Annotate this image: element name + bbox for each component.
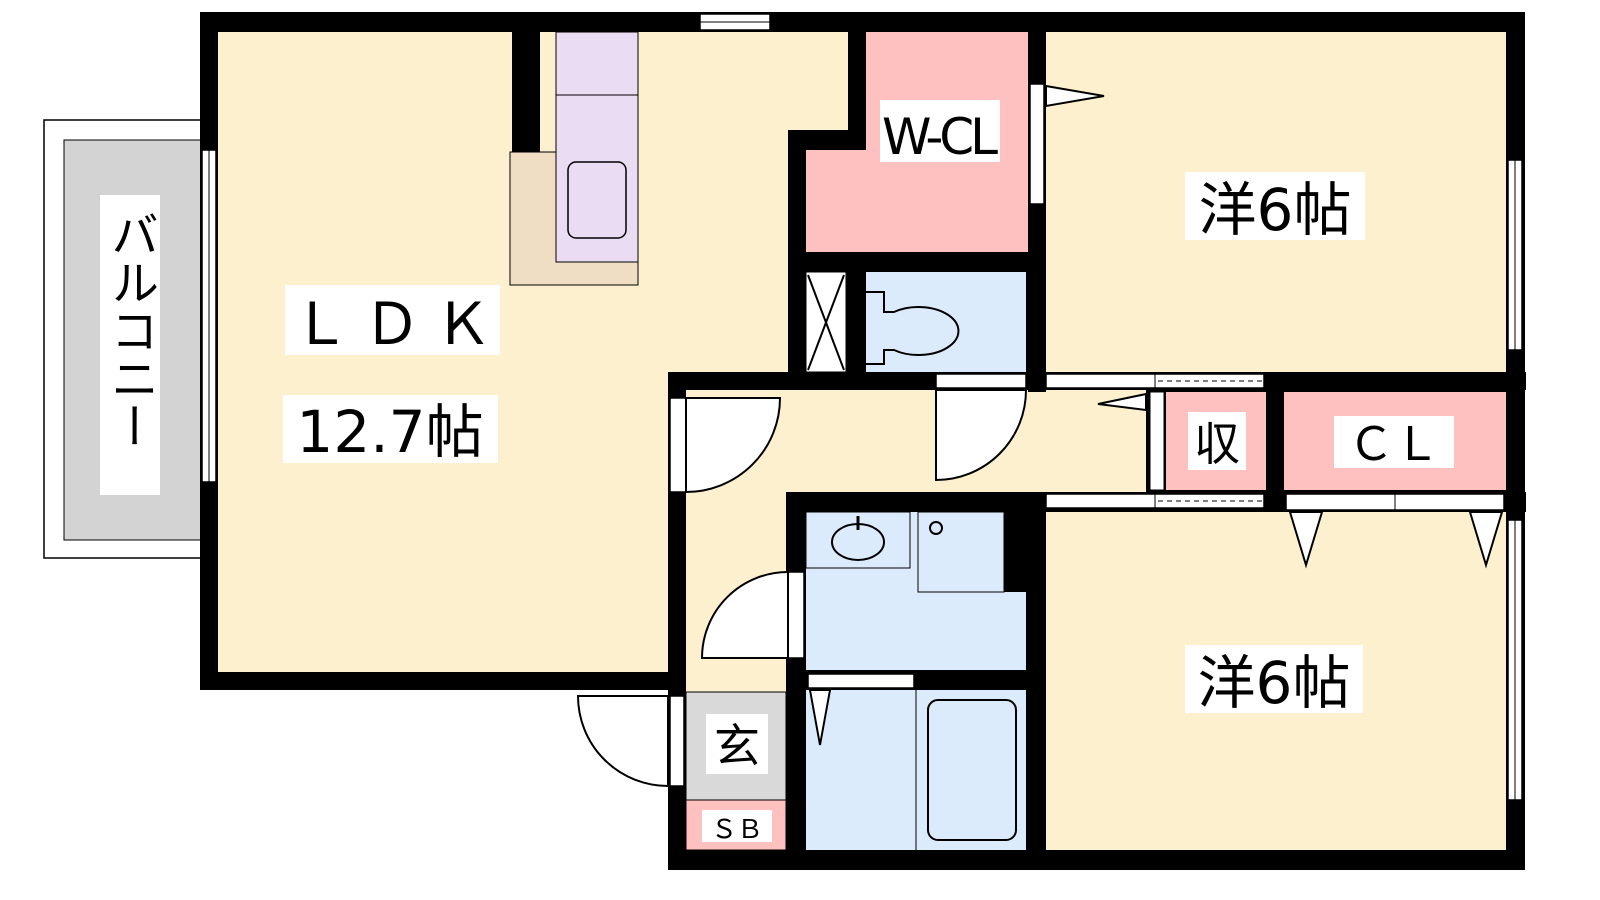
shoe-box: ＳＢ [685, 799, 787, 851]
walk-in-closet: W-CL [806, 32, 1028, 252]
shoe-box-label: ＳＢ [711, 815, 763, 845]
balcony-label: バルコニー [102, 210, 158, 450]
balcony: バルコニー [43, 119, 203, 559]
bedroom2-label: 洋6帖 [1198, 649, 1351, 717]
stove-icon [567, 161, 627, 239]
entrance: 玄 [685, 691, 787, 801]
ldk-size-label: 12.7帖 [296, 398, 483, 466]
windows [201, 13, 1523, 801]
closet-label: ＣＬ [1348, 417, 1440, 471]
sliding-doors [1045, 373, 1265, 509]
bedroom1-label: 洋6帖 [1199, 176, 1352, 244]
doors [576, 83, 1147, 788]
closet: ＣＬ [1284, 392, 1506, 490]
storage: 収 [1149, 391, 1266, 491]
walk-in-closet-label: W-CL [882, 108, 998, 166]
ldk-label: ＬＤＫ [292, 290, 492, 358]
toilet-icon [866, 291, 960, 365]
bathtub-icon [927, 699, 1017, 841]
entrance-label: 玄 [714, 719, 760, 773]
washer-space [805, 271, 847, 373]
toilet-room [866, 272, 1026, 372]
storage-label: 収 [1194, 417, 1240, 471]
kitchen [509, 31, 639, 286]
washroom [805, 511, 1026, 670]
bathroom [806, 673, 1026, 850]
